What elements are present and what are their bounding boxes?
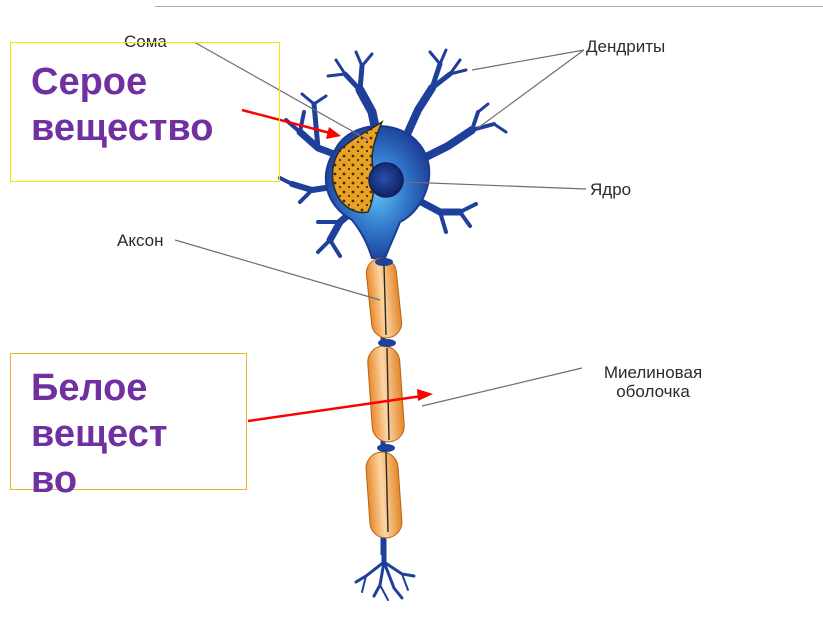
label-axon: Аксон (117, 232, 164, 250)
callout-white-line1: Белое (31, 365, 246, 411)
myelin-sheath (365, 257, 405, 539)
arrow-white-matter-head (417, 389, 433, 401)
leader-dendrites-1 (472, 50, 584, 70)
leader-axon (175, 240, 380, 300)
arrow-gray-matter-head (326, 127, 341, 139)
node-of-ranvier (375, 258, 393, 266)
myelin-segment (367, 345, 406, 443)
callout-white-line2: вещест (31, 411, 246, 457)
leader-nucleus (404, 182, 586, 189)
leader-dendrites-2 (478, 50, 584, 128)
callout-gray-matter: Серое вещество (10, 42, 280, 182)
node-of-ranvier (378, 339, 396, 347)
label-myelin-line2: оболочка (583, 382, 723, 401)
label-myelin-sheath: Миелиновая оболочка (583, 363, 723, 401)
label-myelin-line1: Миелиновая (583, 363, 723, 382)
callout-white-line3: во (31, 457, 246, 503)
callout-white-matter: Белое вещест во (10, 353, 247, 490)
callout-gray-line2: вещество (31, 105, 279, 151)
node-of-ranvier (377, 444, 395, 452)
leader-myelin (422, 368, 582, 406)
myelin-segment (365, 451, 403, 539)
nucleus (369, 163, 403, 197)
axon-terminals (356, 540, 414, 600)
label-nucleus: Ядро (590, 181, 631, 199)
callout-gray-line1: Серое (31, 59, 279, 105)
label-dendrites: Дендриты (586, 38, 665, 56)
